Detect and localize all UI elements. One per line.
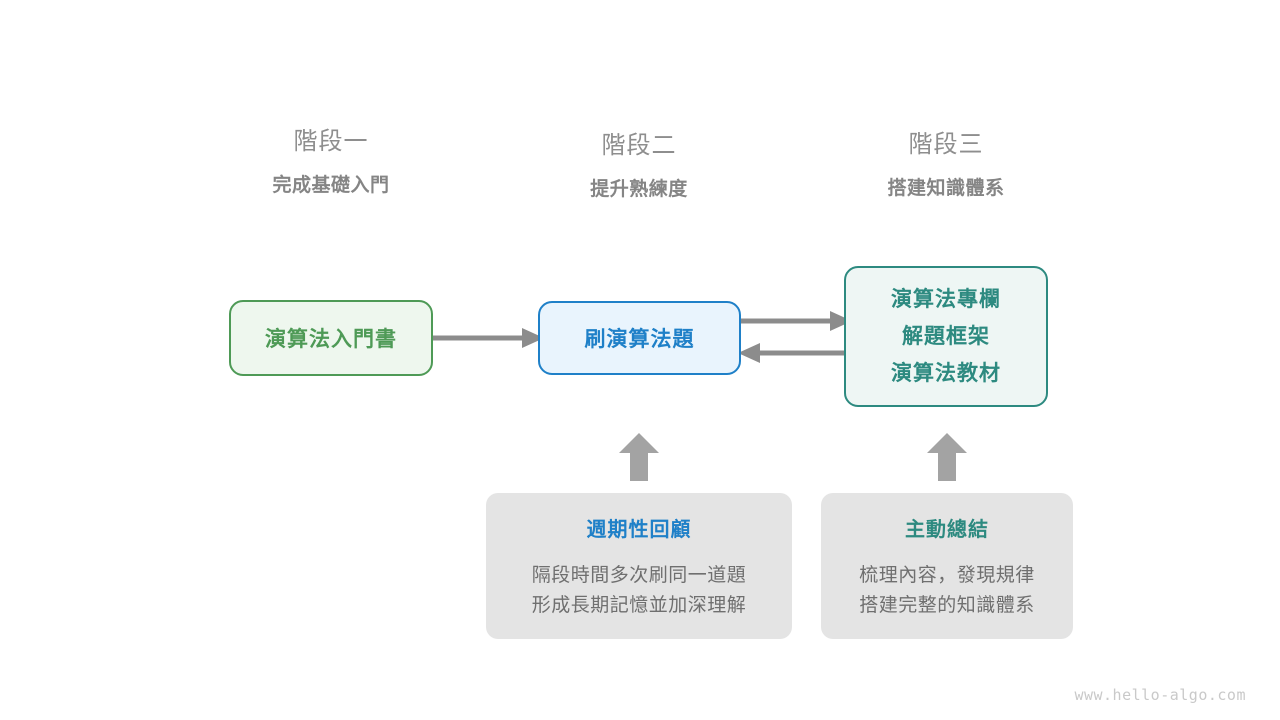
node-intro-book-label: 演算法入門書 bbox=[265, 328, 397, 351]
card-periodic-review-title: 週期性回顧 bbox=[586, 519, 692, 541]
node-knowledge-system-line-3: 演算法教材 bbox=[891, 362, 1001, 385]
stage-3-subtitle: 搭建知識體系 bbox=[887, 178, 1005, 199]
arrow-system-to-practice-icon bbox=[738, 343, 852, 363]
stage-2-name: 階段二 bbox=[601, 132, 677, 159]
stage-1-subtitle: 完成基礎入門 bbox=[272, 175, 390, 196]
node-knowledge-system-line-1: 演算法專欄 bbox=[891, 288, 1001, 311]
stage-header-2: 階段二 提升熟練度 bbox=[509, 130, 769, 203]
card-active-summary-body-line-2: 搭建完整的知識體系 bbox=[859, 595, 1035, 616]
stage-1-name: 階段一 bbox=[293, 128, 369, 155]
arrow-up-summary-icon bbox=[927, 433, 967, 481]
stage-2-subtitle: 提升熟練度 bbox=[590, 179, 688, 200]
card-active-summary-body: 梳理內容，發現規律 搭建完整的知識體系 bbox=[821, 561, 1073, 621]
card-active-summary-body-line-1: 梳理內容，發現規律 bbox=[859, 565, 1035, 586]
arrow-practice-to-system-icon bbox=[738, 311, 852, 331]
card-active-summary[interactable]: 主動總結 梳理內容，發現規律 搭建完整的知識體系 bbox=[821, 493, 1073, 639]
card-periodic-review-body-line-2: 形成長期記憶並加深理解 bbox=[531, 595, 747, 616]
stage-3-name: 階段三 bbox=[908, 131, 984, 158]
arrow-book-to-practice-icon bbox=[430, 328, 544, 348]
arrow-up-review-icon bbox=[619, 433, 659, 481]
card-active-summary-title: 主動總結 bbox=[905, 519, 989, 541]
card-periodic-review[interactable]: 週期性回顧 隔段時間多次刷同一道題 形成長期記憶並加深理解 bbox=[486, 493, 792, 639]
node-knowledge-system-line-2: 解題框架 bbox=[902, 325, 990, 348]
node-practice-problems-label: 刷演算法題 bbox=[584, 328, 695, 351]
card-periodic-review-body-line-1: 隔段時間多次刷同一道題 bbox=[531, 565, 747, 586]
node-knowledge-system[interactable]: 演算法專欄 解題框架 演算法教材 bbox=[844, 266, 1048, 407]
node-practice-problems[interactable]: 刷演算法題 bbox=[538, 301, 741, 375]
card-periodic-review-body: 隔段時間多次刷同一道題 形成長期記憶並加深理解 bbox=[486, 561, 792, 621]
node-intro-book[interactable]: 演算法入門書 bbox=[229, 300, 433, 376]
stage-header-1: 階段一 完成基礎入門 bbox=[201, 126, 461, 199]
stage-header-3: 階段三 搭建知識體系 bbox=[816, 129, 1076, 202]
watermark: www.hello-algo.com bbox=[1074, 686, 1246, 704]
